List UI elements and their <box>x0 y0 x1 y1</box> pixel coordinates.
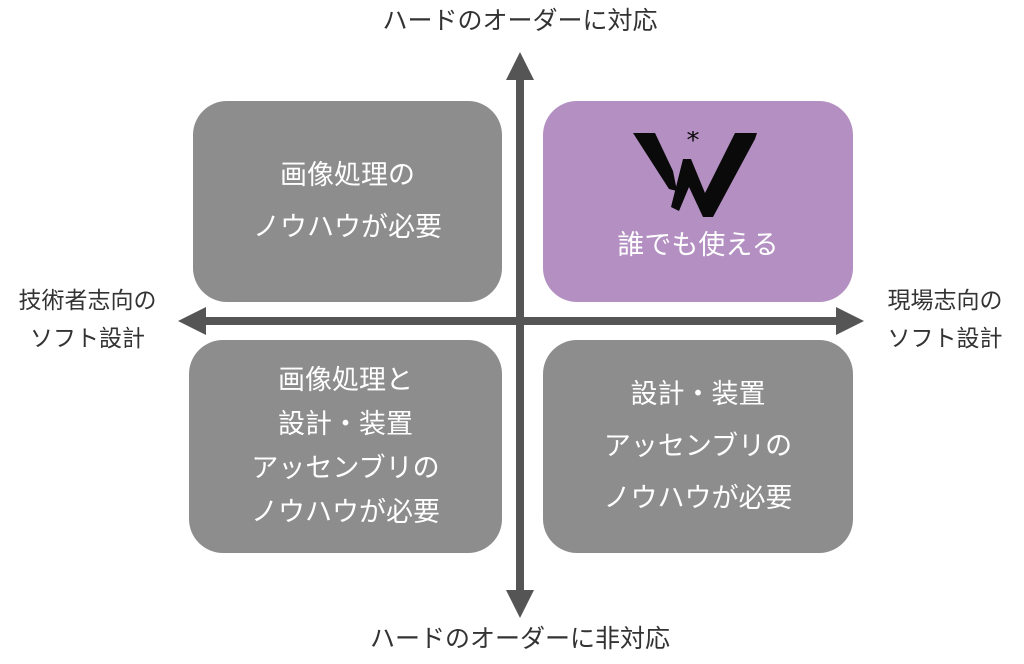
arrow-up-icon <box>506 52 534 80</box>
quadrant-bottom-right: 設計・装置 アッセンブリの ノウハウが必要 <box>543 340 853 553</box>
arrow-right-icon <box>836 307 864 335</box>
quadrant-top-right: * 誰でも使える <box>543 101 853 302</box>
axis-label-left: 技術者志向の ソフト設計 <box>18 288 157 352</box>
axis-label-top: ハードのオーダーに対応 <box>382 6 658 35</box>
axis-label-bottom: ハードのオーダーに非対応 <box>369 624 670 653</box>
caption: 誰でも使える <box>617 230 779 261</box>
svg-text:*: * <box>687 131 700 156</box>
w-star-logo: * <box>633 131 757 217</box>
arrow-down-icon <box>506 590 534 618</box>
quadrant-top-left: 画像処理の ノウハウが必要 <box>193 101 502 302</box>
quadrant-bottom-left: 画像処理と 設計・装置 アッセンブリの ノウハウが必要 <box>189 340 502 553</box>
arrow-left-icon <box>178 307 206 335</box>
axis-label-right: 現場志向の ソフト設計 <box>887 288 1003 352</box>
